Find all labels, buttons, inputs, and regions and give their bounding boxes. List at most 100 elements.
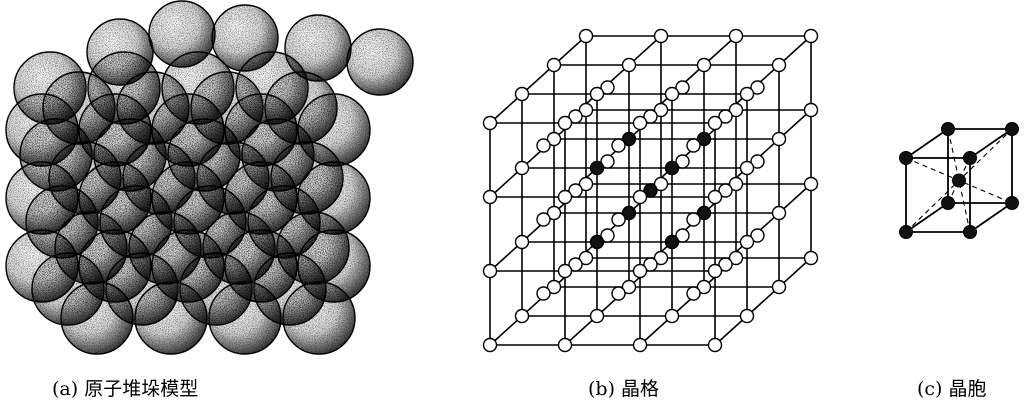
open-atom — [643, 257, 658, 272]
filled-atom — [696, 131, 712, 147]
cell-atom — [963, 225, 977, 239]
unit-cell-diagram — [899, 122, 1019, 239]
open-atom — [600, 154, 615, 169]
caption-title-a: 原子堆垛模型 — [84, 378, 199, 400]
open-atom — [653, 102, 669, 118]
caption-unit-cell: (c) 晶胞 — [917, 377, 987, 401]
atom-sphere-outline — [297, 161, 371, 235]
cell-edge — [905, 202, 949, 233]
atom-sphere-outline — [151, 229, 225, 303]
filled-atom — [621, 205, 637, 221]
cell-atom — [952, 173, 966, 188]
open-atom — [707, 263, 723, 279]
open-atom — [686, 138, 701, 153]
open-atom — [728, 102, 744, 118]
open-atom — [696, 57, 712, 73]
atom-sphere-outline — [78, 229, 152, 303]
open-atom — [557, 337, 573, 353]
open-atom — [611, 212, 626, 227]
open-atom — [632, 263, 648, 279]
filled-atom — [664, 234, 680, 250]
atom-sphere-outline — [224, 161, 298, 235]
cell-atom — [941, 196, 955, 210]
atom-sphere-outline — [151, 161, 225, 235]
cell-atom — [899, 225, 913, 239]
filled-atom — [643, 183, 658, 198]
open-atom — [482, 115, 498, 131]
open-atom — [557, 115, 573, 131]
open-atom — [514, 234, 530, 250]
open-atom — [739, 86, 755, 102]
lattice-line — [489, 35, 587, 124]
open-atom — [578, 102, 594, 118]
caption-crystal-lattice: (b) 晶格 — [588, 377, 659, 401]
open-atom — [611, 286, 626, 301]
filled-atom — [664, 160, 680, 176]
open-atom — [675, 228, 690, 243]
lattice-line — [714, 257, 812, 346]
open-atom — [686, 212, 701, 227]
cell-atom — [1005, 122, 1019, 136]
open-atom — [686, 286, 701, 301]
open-atom — [750, 228, 765, 243]
open-atom — [621, 57, 637, 73]
open-atom — [718, 257, 733, 272]
open-atom — [653, 250, 669, 266]
filled-atom — [621, 131, 637, 147]
atom-sphere-outline — [224, 93, 298, 167]
open-atom — [803, 102, 819, 118]
open-atom — [803, 250, 819, 266]
open-atom — [739, 308, 755, 324]
open-atom — [718, 109, 733, 124]
open-atom — [578, 176, 594, 192]
open-atom — [589, 308, 605, 324]
atom-sphere-outline — [5, 93, 79, 167]
open-atom — [557, 189, 573, 205]
caption-title-b: 晶格 — [621, 378, 660, 400]
open-atom — [728, 176, 744, 192]
caption-label-c: (c) — [917, 378, 943, 400]
open-atom — [728, 28, 744, 44]
open-atom — [600, 228, 615, 243]
atom-sphere-outline — [151, 93, 225, 167]
open-atom — [546, 57, 562, 73]
open-atom — [514, 308, 530, 324]
open-atom — [664, 308, 680, 324]
open-atom — [750, 154, 765, 169]
atom-sphere-outline — [346, 28, 414, 96]
open-atom — [621, 279, 637, 295]
open-atom — [482, 263, 498, 279]
cell-edge — [969, 202, 1013, 233]
open-atom — [718, 183, 733, 198]
open-atom — [568, 257, 583, 272]
open-atom — [546, 279, 562, 295]
open-atom — [578, 250, 594, 266]
open-atom — [653, 28, 669, 44]
open-atom — [514, 160, 530, 176]
open-atom — [675, 80, 690, 95]
open-atom — [546, 131, 562, 147]
filled-atom — [589, 234, 605, 250]
caption-title-c: 晶胞 — [948, 378, 987, 400]
lattice-lines — [489, 35, 812, 346]
cell-atom — [899, 151, 913, 165]
cell-atom — [1005, 196, 1019, 210]
open-atom — [771, 205, 787, 221]
open-atom — [707, 115, 723, 131]
crystal-lattice-diagram — [482, 28, 819, 353]
open-atom — [611, 138, 626, 153]
open-atom — [696, 279, 712, 295]
atom-sphere-outline — [78, 93, 152, 167]
atom-stacking-model — [5, 0, 414, 355]
open-atom — [536, 138, 551, 153]
open-atom — [771, 57, 787, 73]
open-atom — [557, 263, 573, 279]
caption-atom-stacking-model: (a) 原子堆垛模型 — [52, 377, 198, 401]
cell-atom — [963, 151, 977, 165]
caption-label-b: (b) — [588, 378, 615, 400]
open-atom — [728, 250, 744, 266]
open-atom — [664, 86, 680, 102]
open-atom — [771, 131, 787, 147]
cell-atom — [941, 122, 955, 136]
